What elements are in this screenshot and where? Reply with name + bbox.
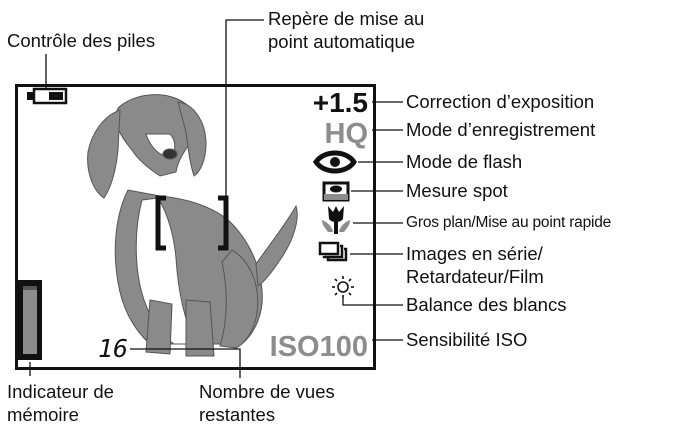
lcd-frame [15,84,376,370]
eye-flash-icon [312,150,358,174]
dog-illustration [87,94,298,357]
label-series-line1: Images en série/ [406,243,543,264]
label-iso: Sensibilité ISO [406,329,528,350]
leader-lines [29,19,403,378]
quality-value: HQ [325,118,369,150]
label-battery: Contrôle des piles [7,30,156,51]
label-exposure: Correction d’exposition [406,91,595,112]
iso-value: ISO100 [270,331,368,363]
battery-icon [27,87,68,105]
drive-mode-icon [318,241,348,262]
label-spot: Mesure spot [406,180,508,201]
label-af-line2: point automatique [268,31,416,52]
label-frames-line1: Nombre de vues [199,381,335,402]
label-frames-line2: restantes [199,404,276,425]
exposure-value: +1.5 [313,87,368,118]
label-record: Mode d’enregistrement [406,119,596,140]
label-series-line2: Retardateur/Film [406,266,544,287]
label-memory-line1: Indicateur de [7,381,114,402]
label-macro: Gros plan/Mise au point rapide [406,214,612,231]
label-af-line1: Repère de mise au [268,8,425,29]
label-memory-line2: mémoire [7,404,79,425]
label-wb: Balance des blancs [406,294,567,315]
frames-value: 16 [98,334,128,363]
memory-bar-icon [18,280,42,360]
tulip-macro-icon [322,206,350,234]
sun-wb-icon [332,276,354,298]
spot-meter-icon [322,181,350,202]
label-flash: Mode de flash [406,151,523,172]
